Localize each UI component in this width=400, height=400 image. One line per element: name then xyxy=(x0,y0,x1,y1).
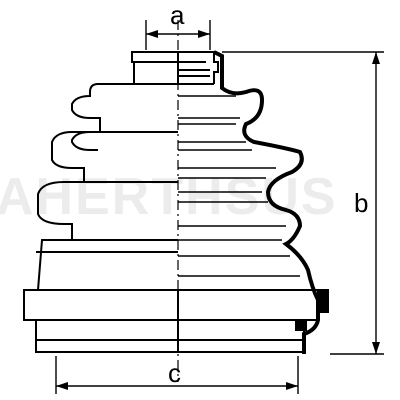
dimension-a xyxy=(145,20,211,50)
dimension-a-label: a xyxy=(170,0,185,30)
watermark-text: AHERTHSUS xyxy=(0,168,338,226)
dimension-b-label: b xyxy=(354,188,368,218)
dimension-c xyxy=(55,356,299,394)
dimension-b xyxy=(222,51,384,355)
dimension-c-label: c xyxy=(168,358,181,388)
boot-left-outline xyxy=(23,51,179,353)
